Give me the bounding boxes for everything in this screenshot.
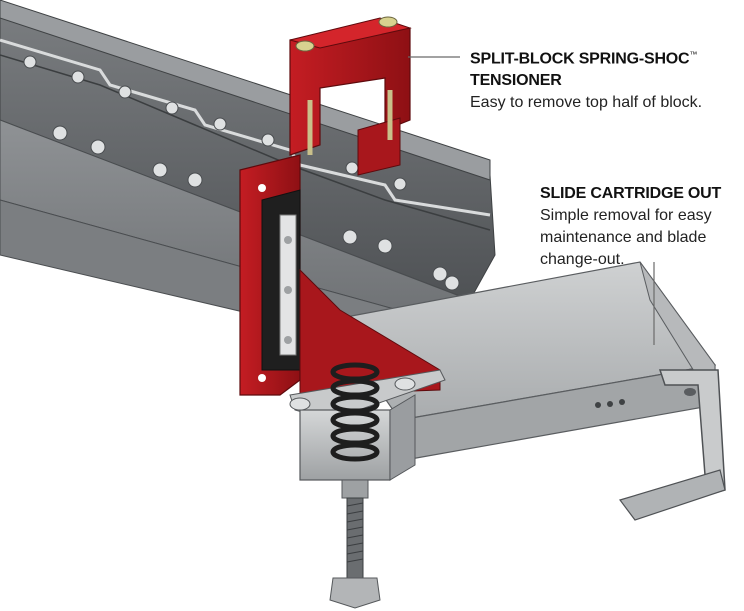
- cartridge-handle-icon: [619, 369, 726, 521]
- trademark-mark: ™: [689, 50, 698, 59]
- leader-lines: [408, 56, 655, 345]
- tensioner-callout: SPLIT-BLOCK SPRING-SHOC™ TENSIONER Easy …: [470, 44, 740, 114]
- cartridge-callout-line1: Simple removal for easy: [540, 207, 712, 224]
- hex-bolt-icon: [23, 55, 460, 291]
- tensioner-bracket: [239, 154, 441, 396]
- cartridge-callout-line2: maintenance and blade: [540, 229, 707, 246]
- tensioner-title-line1: SPLIT-BLOCK SPRING-SHOC: [470, 50, 690, 68]
- cartridge-callout-line3: change-out.: [540, 251, 625, 268]
- cartridge-callout-title: SLIDE CARTRIDGE OUT: [540, 185, 722, 202]
- coil-spring-icon: [289, 362, 446, 609]
- tensioner-callout-title: SPLIT-BLOCK SPRING-SHOC™ TENSIONER: [470, 44, 740, 92]
- tensioner-title-line2: TENSIONER: [470, 72, 562, 90]
- tensioner-callout-description: Easy to remove top half of block.: [470, 94, 703, 112]
- split-block-tensioner: [289, 16, 412, 176]
- cartridge-callout: SLIDE CARTRIDGE OUT Simple removal for e…: [540, 183, 740, 271]
